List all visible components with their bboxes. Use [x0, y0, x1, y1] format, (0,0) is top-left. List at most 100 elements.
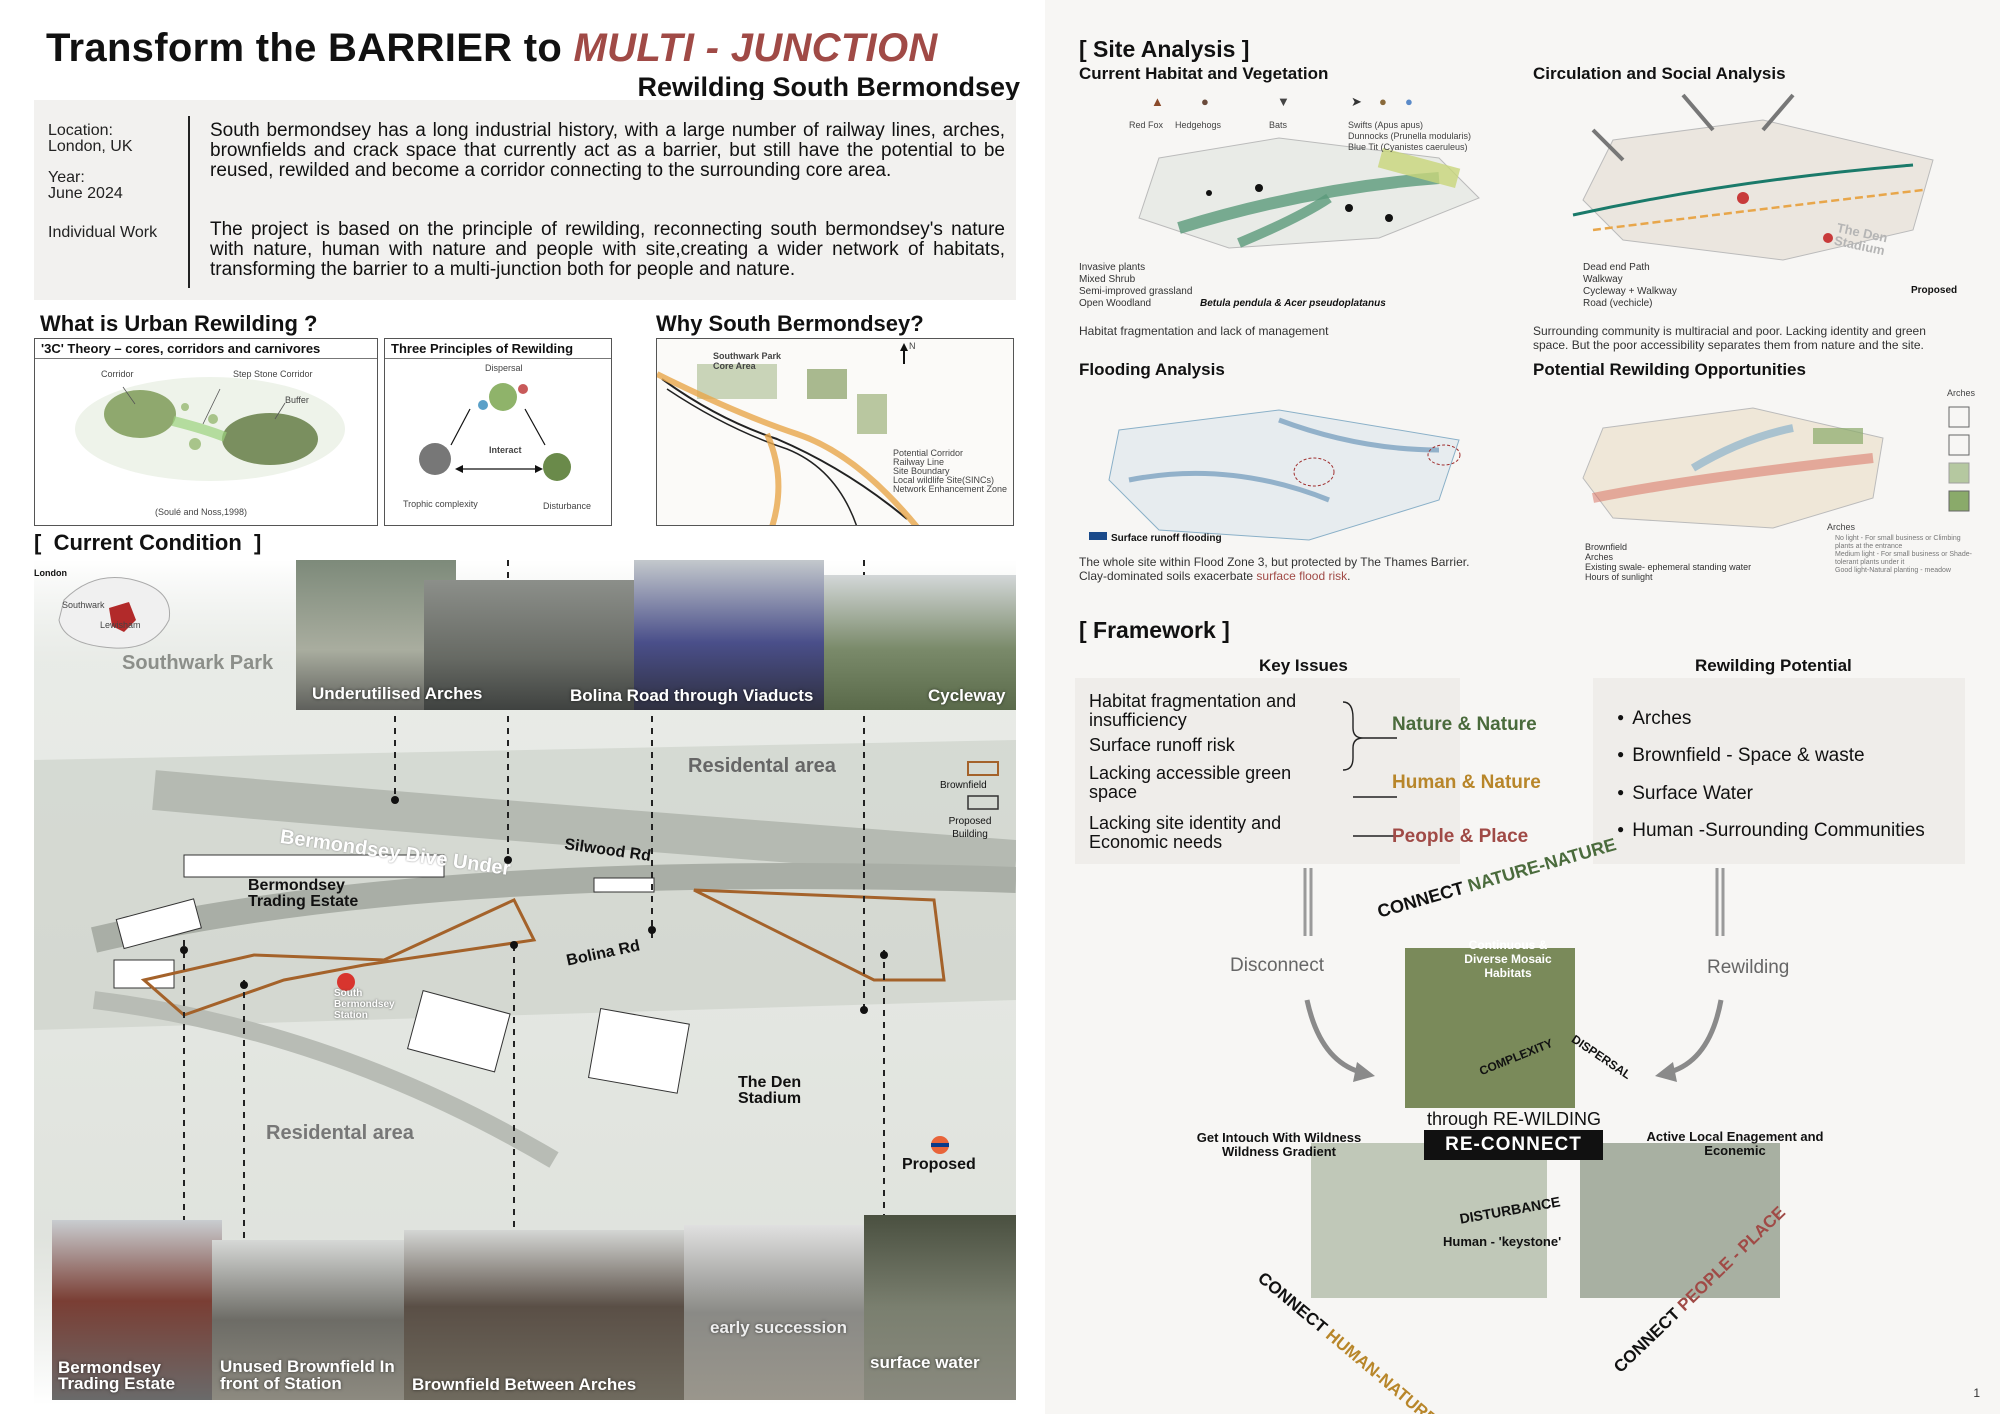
label-station: South Bermondsey Station — [334, 988, 395, 1021]
svg-text:●: ● — [1201, 94, 1209, 109]
3c-theory-diagram — [75, 377, 345, 481]
trophic-label: Trophic complexity — [403, 499, 478, 509]
legend-walkway: Walkway — [1583, 274, 1623, 285]
right-panel: [ Site Analysis ] Current Habitat and Ve… — [1045, 0, 2000, 1414]
left-panel-title: Get Intouch With Wildness Wildness Gradi… — [1196, 1130, 1362, 1159]
circulation-caption: Surrounding community is multiracial and… — [1533, 324, 1926, 352]
issue-identity: Lacking site identity and Economic needs — [1089, 813, 1282, 852]
through-rewilding: through RE-WILDING — [1426, 1109, 1602, 1129]
theme-human-nature: Human & Nature — [1392, 772, 1541, 793]
circulation-proposed: Proposed — [1911, 285, 1958, 296]
species-bats: Bats — [1269, 120, 1288, 130]
species-blue-tit: Blue Tit (Cyanistes caeruleus) — [1348, 142, 1468, 152]
interact-label: Interact — [489, 445, 522, 455]
human-keystone: Human - 'keystone' — [1443, 1234, 1562, 1249]
legend-cycleway: Cycleway + Walkway — [1583, 286, 1677, 297]
arches-notes: No light - For small business or Climbin… — [1835, 535, 1975, 575]
photo-cycleway — [824, 575, 1016, 710]
label-underutilised-arches: Underutilised Arches — [312, 684, 483, 703]
theory-credit: (Soulé and Noss,1998) — [155, 507, 248, 517]
habitat-legend: Invasive plants Mixed Shrub Semi-improve… — [1079, 262, 1192, 310]
right-panel-title: Active Local Enagement and Econemic — [1646, 1129, 1824, 1158]
label-cycleway: Cycleway — [928, 686, 1006, 705]
photo-unused-brownfield — [212, 1240, 412, 1400]
dispersal-label: Dispersal — [485, 363, 523, 373]
label-trading-estate-photo: Bermondsey Trading Estate — [58, 1358, 176, 1393]
location-value: London, UK — [48, 138, 133, 155]
legend-wildlife: Local wildlife Site(SINCs) — [893, 475, 995, 485]
label-early-succession: early succession — [710, 1318, 848, 1337]
photo-bolina-road — [634, 560, 824, 710]
current-condition-map: London Southwark Lewisham Underutilised … — [34, 560, 1016, 1405]
legend-railway: Railway Line — [893, 457, 945, 467]
label-residental-bottom: Residental area — [266, 1122, 414, 1144]
arches-note-good-light: Good light-Natural planting - meadow — [1835, 567, 1951, 574]
work-type: Individual Work — [48, 224, 158, 241]
disturbance-label: Disturbance — [543, 501, 592, 511]
arches-note-medium-light: Medium light - For small business or Sha… — [1835, 551, 1972, 566]
svg-text:▲: ▲ — [1151, 94, 1164, 109]
issue-runoff: Surface runoff risk — [1089, 735, 1235, 755]
circulation-legend: Dead end Path Walkway Cycleway + Walkway… — [1583, 262, 1677, 310]
theme-nature-nature: Nature & Nature — [1392, 714, 1537, 735]
left-panel: Transform the BARRIER to MULTI - JUNCTIO… — [34, 26, 1020, 1405]
legend-brownfield: Brownfield — [940, 780, 987, 791]
label-disconnect: Disconnect — [1230, 955, 1324, 976]
reconnect-badge: RE-CONNECT — [1424, 1130, 1603, 1160]
legend-open-woodland: Open Woodland — [1079, 298, 1152, 309]
photo-arches-car-park — [424, 580, 634, 710]
label-trading-estate: Bermondsey Trading Estate — [248, 877, 359, 910]
potential-arches: Arches — [1617, 708, 1691, 730]
site-analysis-heading: [ Site Analysis ] — [1079, 36, 1250, 62]
arch-cubes — [1948, 406, 1970, 512]
corridor-label: Corridor — [101, 369, 134, 379]
circulation-diagram — [1572, 93, 1934, 261]
label-surface-water: surface water — [870, 1353, 980, 1372]
page-number: 1 — [1973, 1386, 1980, 1400]
3c-theory-box: '3C' Theory – cores, corridors and carni… — [34, 338, 378, 526]
legend-road: Road (vechicle) — [1583, 298, 1653, 309]
southwark-park-map-label: Southwark Park Core Area — [713, 351, 782, 371]
potential-communities: Human -Surrounding Communities — [1617, 820, 1925, 842]
legend-invasive: Invasive plants — [1079, 262, 1146, 273]
svg-text:▼: ▼ — [1277, 94, 1290, 109]
year-label: Year: — [48, 169, 85, 186]
species-hedgehogs: Hedgehogs — [1175, 120, 1222, 130]
key-issues-title: Key Issues — [1259, 656, 1348, 675]
species-swifts: Swifts (Apus apus) — [1348, 120, 1424, 130]
habitat-diagram: ▲ ● ▼ ➤ ● ● — [1138, 94, 1480, 249]
habitat-title: Current Habitat and Vegetation — [1079, 64, 1329, 83]
label-den-stadium: The Den Stadium — [738, 1074, 802, 1107]
issue-brackets — [1342, 701, 1397, 837]
photo-between-arches — [404, 1230, 684, 1400]
opportunities-diagram — [1582, 407, 1884, 529]
label-bolina-road: Bolina Road through Viaducts — [570, 686, 814, 705]
legend-opp-arches: Arches — [1585, 552, 1614, 562]
svg-text:●: ● — [1405, 94, 1413, 109]
species-dunnocks: Dunnocks (Prunella modularis) — [1348, 131, 1472, 141]
location-label: Location: — [48, 122, 113, 139]
why-map — [657, 339, 1013, 525]
legend-dead-end: Dead end Path — [1583, 262, 1650, 273]
3c-theory-title: '3C' Theory – cores, corridors and carni… — [35, 339, 377, 359]
label-rewilding: Rewilding — [1707, 957, 1790, 978]
legend-proposed-building: Proposed Building — [948, 816, 992, 840]
habitat-trees: Betula pendula & Acer pseudoplatanus — [1200, 298, 1386, 309]
page-title: Transform the BARRIER to MULTI - JUNCTIO… — [46, 26, 938, 70]
legend-corridor: Potential Corridor — [893, 448, 964, 458]
species-red-fox: Red Fox — [1129, 120, 1164, 130]
intro-paragraph-2: The project is based on the principle of… — [210, 219, 1005, 280]
urban-rewilding-heading: What is Urban Rewilding ? — [40, 311, 318, 336]
svg-text:➤: ➤ — [1351, 94, 1362, 109]
flooding-caption: The whole site within Flood Zone 3, but … — [1079, 555, 1470, 583]
info-divider — [188, 116, 190, 288]
why-legend: Potential Corridor Railway Line Site Bou… — [893, 449, 1007, 494]
legend-boundary: Site Boundary — [893, 466, 950, 476]
issue-habitat: Habitat fragmentation and insufficiency — [1089, 691, 1297, 730]
why-heading: Why South Bermondsey? — [656, 311, 924, 336]
potential-brownfield: Brownfield - Space & waste — [1617, 745, 1864, 767]
legend-opp-sunlight: Hours of sunlight — [1585, 572, 1653, 582]
legend-network: Network Enhancement Zone — [893, 484, 1008, 494]
rewilding-potential-title: Rewilding Potential — [1695, 656, 1852, 675]
key-issues-panel — [1075, 678, 1460, 864]
